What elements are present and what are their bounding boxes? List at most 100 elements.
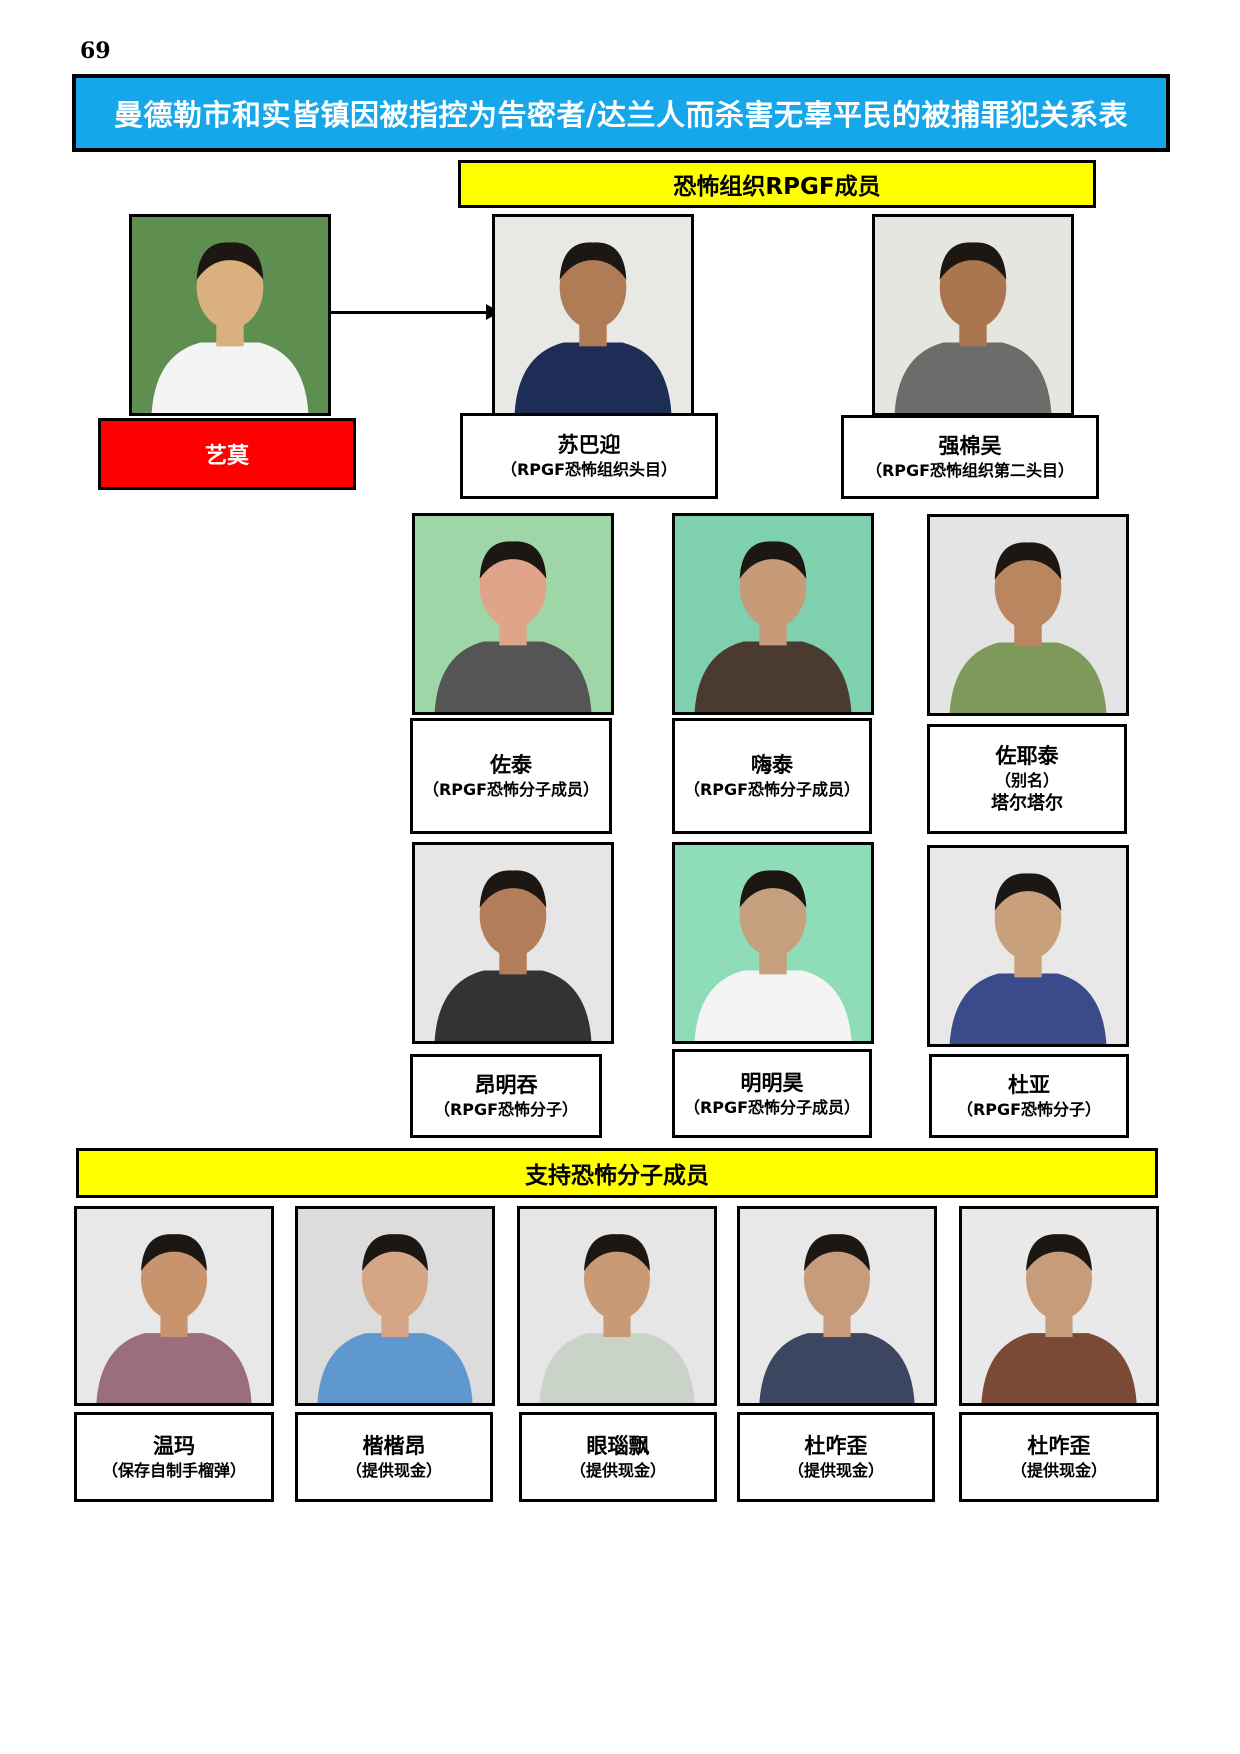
person-role: （RPGF恐怖组织头目） — [500, 460, 678, 480]
person-name: 杜咋歪 — [804, 1434, 868, 1459]
person-label: 眼瑙飘 （提供现金） — [519, 1412, 717, 1502]
portrait-hair — [994, 873, 1062, 911]
person-photo — [959, 1206, 1159, 1406]
portrait-hair — [939, 242, 1007, 280]
person-name: 杜亚 — [1008, 1073, 1050, 1098]
portrait-hair — [1026, 1234, 1092, 1272]
person-portrait — [520, 1209, 714, 1403]
portrait-face — [141, 1238, 207, 1320]
portrait-face — [196, 246, 264, 329]
person-name: 嗨泰 — [751, 753, 793, 778]
portrait-shirt — [694, 970, 852, 1041]
person-role: （提供现金） — [345, 1461, 442, 1481]
person-role: （RPGF恐怖分子成员） — [422, 780, 600, 800]
portrait-face — [804, 1238, 870, 1320]
portrait-shirt — [96, 1333, 252, 1403]
person-label: 嗨泰 （RPGF恐怖分子成员） — [672, 718, 872, 834]
portrait-hair — [479, 541, 547, 579]
person-portrait — [740, 1209, 934, 1403]
portrait-face — [994, 877, 1062, 960]
portrait-hair — [994, 542, 1062, 580]
person-name: 楷楷昂 — [362, 1434, 426, 1459]
person-photo — [672, 842, 874, 1044]
portrait-hair — [196, 242, 264, 280]
page-title: 曼德勒市和实皆镇因被指控为告密者/达兰人而杀害无辜平民的被捕罪犯关系表 — [72, 74, 1170, 152]
portrait-shirt — [949, 973, 1107, 1044]
person-portrait — [930, 517, 1126, 713]
person-photo — [872, 214, 1074, 416]
portrait-face — [584, 1238, 650, 1320]
person-role: （保存自制手榴弹） — [101, 1461, 246, 1481]
leader-photo — [129, 214, 331, 416]
leader-name-box: 艺莫 — [98, 418, 356, 490]
person-name: 眼瑙飘 — [586, 1434, 650, 1459]
person-photo — [927, 514, 1129, 716]
portrait-shirt — [981, 1333, 1137, 1403]
portrait-shirt — [759, 1333, 915, 1403]
portrait-face — [559, 246, 627, 329]
portrait-hair — [739, 541, 807, 579]
person-role: （RPGF恐怖组织第二头目） — [865, 461, 1075, 481]
portrait-face — [739, 545, 807, 628]
rpgf-section-header: 恐怖组织RPGF成员 — [458, 160, 1096, 208]
person-photo — [517, 1206, 717, 1406]
support-section-header: 支持恐怖分子成员 — [76, 1148, 1158, 1198]
person-label: 强棉吴 （RPGF恐怖组织第二头目） — [841, 415, 1099, 499]
portrait-shirt — [694, 641, 852, 712]
person-name: 佐泰 — [490, 753, 532, 778]
portrait-face — [362, 1238, 428, 1320]
portrait-shirt — [317, 1333, 473, 1403]
person-name: 温玛 — [153, 1434, 195, 1459]
person-label: 明明昊 （RPGF恐怖分子成员） — [672, 1049, 872, 1138]
person-label: 佐泰 （RPGF恐怖分子成员） — [410, 718, 612, 834]
portrait-shirt — [949, 642, 1107, 713]
person-photo — [927, 845, 1129, 1047]
person-photo — [412, 842, 614, 1044]
person-name: 杜咋歪 — [1027, 1434, 1091, 1459]
leader-portrait — [132, 217, 328, 413]
person-portrait — [495, 217, 691, 413]
portrait-face — [994, 546, 1062, 629]
person-alias-label: （别名） — [994, 771, 1059, 791]
portrait-shirt — [539, 1333, 695, 1403]
portrait-hair — [479, 870, 547, 908]
person-portrait — [930, 848, 1126, 1044]
person-name: 明明昊 — [740, 1070, 804, 1095]
person-label: 楷楷昂 （提供现金） — [295, 1412, 493, 1502]
page-title-text: 曼德勒市和实皆镇因被指控为告密者/达兰人而杀害无辜平民的被捕罪犯关系表 — [113, 98, 1129, 132]
person-portrait — [298, 1209, 492, 1403]
portrait-face — [479, 874, 547, 957]
portrait-face — [739, 874, 807, 957]
person-label: 昂明吞 （RPGF恐怖分子） — [410, 1054, 602, 1138]
person-photo — [74, 1206, 274, 1406]
person-role: （RPGF恐怖分子） — [433, 1100, 579, 1120]
person-name: 苏巴迎 — [557, 433, 621, 458]
person-portrait — [415, 516, 611, 712]
person-label: 杜亚 （RPGF恐怖分子） — [929, 1054, 1129, 1138]
leader-name: 艺莫 — [204, 444, 249, 469]
portrait-hair — [141, 1234, 207, 1272]
person-portrait — [675, 516, 871, 712]
person-portrait — [415, 845, 611, 1041]
person-photo — [412, 513, 614, 715]
person-portrait — [875, 217, 1071, 413]
person-label: 佐耶泰 （别名） 塔尔塔尔 — [927, 724, 1127, 834]
person-portrait — [962, 1209, 1156, 1403]
person-role: （RPGF恐怖分子） — [956, 1100, 1102, 1120]
person-photo — [492, 214, 694, 416]
portrait-shirt — [151, 342, 309, 413]
portrait-hair — [804, 1234, 870, 1272]
portrait-hair — [739, 870, 807, 908]
person-role: （RPGF恐怖分子成员） — [683, 780, 861, 800]
person-name: 佐耶泰 — [995, 743, 1059, 768]
portrait-face — [479, 545, 547, 628]
person-label: 苏巴迎 （RPGF恐怖组织头目） — [460, 413, 718, 499]
person-name: 昂明吞 — [474, 1073, 538, 1098]
person-label: 温玛 （保存自制手榴弹） — [74, 1412, 274, 1502]
page-number: 69 — [80, 38, 111, 64]
portrait-face — [939, 246, 1007, 329]
person-role: （提供现金） — [1010, 1461, 1107, 1481]
portrait-face — [1026, 1238, 1092, 1320]
person-role: （提供现金） — [569, 1461, 666, 1481]
person-name: 强棉吴 — [938, 434, 1002, 459]
